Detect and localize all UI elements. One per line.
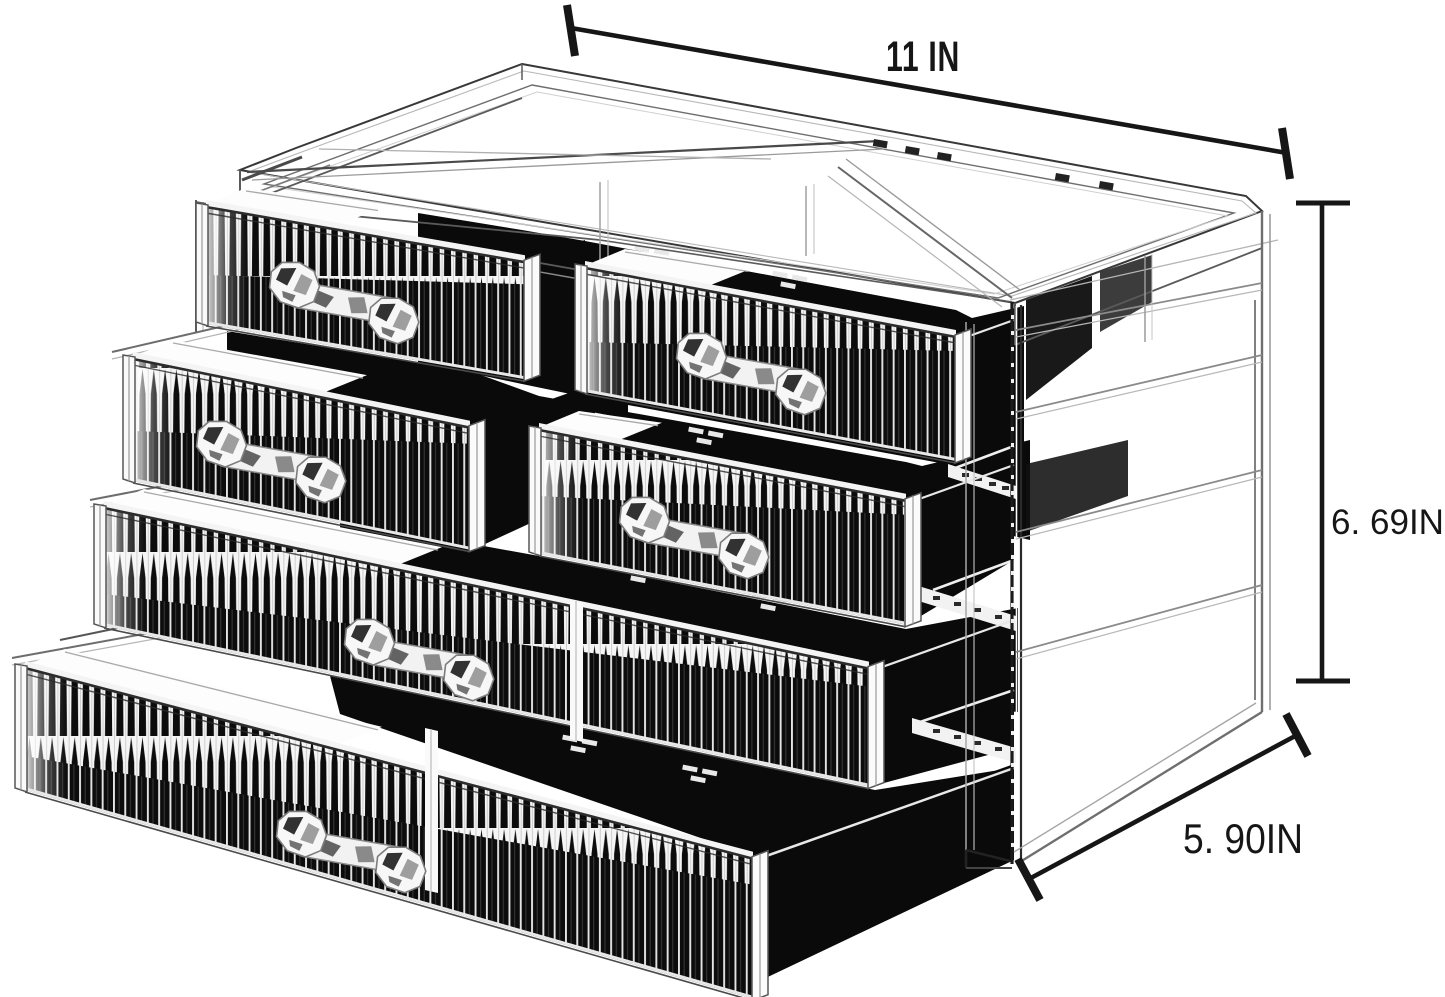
svg-text:5. 90IN: 5. 90IN [1183,815,1303,862]
svg-text:11 IN: 11 IN [886,33,960,81]
svg-text:6. 69IN: 6. 69IN [1331,503,1444,542]
